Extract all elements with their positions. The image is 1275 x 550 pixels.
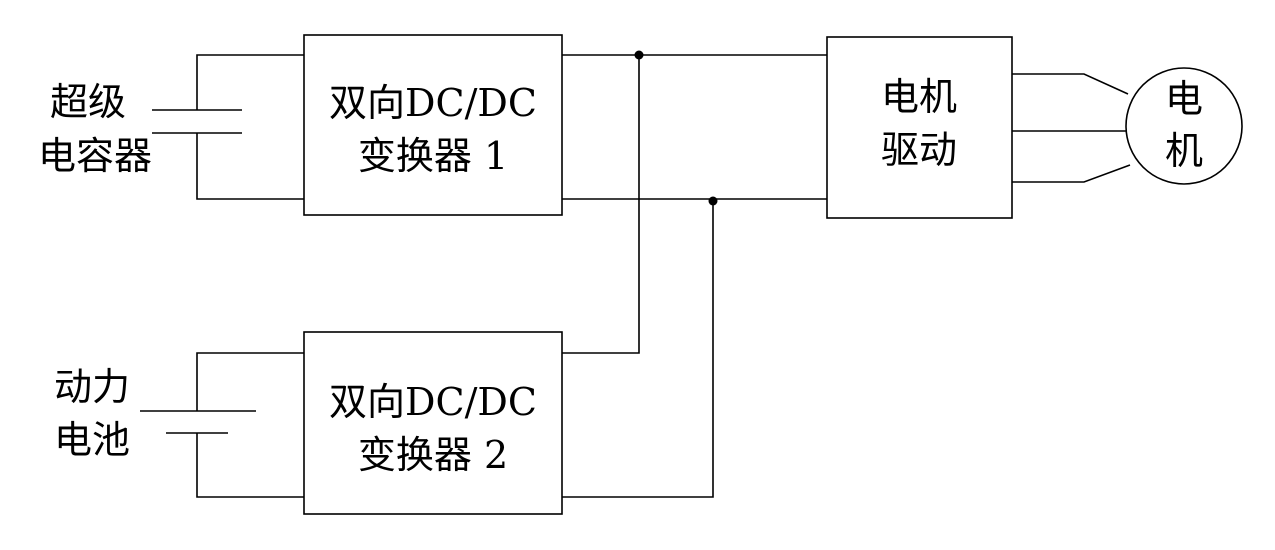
battery-label-line2: 电池 — [54, 418, 130, 462]
supercapacitor: 超级 电容器 — [38, 54, 304, 200]
converter-2-wire-bottom — [562, 199, 714, 498]
junction-dot-top — [634, 50, 644, 60]
phase-wire-c — [1012, 164, 1131, 183]
three-phase-wires — [1012, 73, 1131, 183]
converter-2-label-line2: 变换器 2 — [358, 433, 508, 477]
junction-dot-bottom — [708, 196, 718, 206]
supercap-wire-bottom — [196, 133, 304, 200]
phase-wire-a — [1012, 73, 1129, 95]
battery-wire-bottom — [196, 433, 304, 498]
motor-drive-label-line1: 电机 — [881, 75, 957, 119]
motor-label-line1: 电 — [1165, 77, 1203, 121]
power-battery: 动力 电池 — [54, 352, 304, 498]
converter-1-label-line1: 双向DC/DC — [329, 81, 537, 125]
dc-bus — [562, 50, 827, 498]
converter-2: 双向DC/DC 变换器 2 — [303, 331, 563, 515]
motor-circle — [1125, 67, 1243, 185]
converter-1-box — [303, 34, 563, 216]
motor-label-line2: 机 — [1165, 129, 1203, 173]
motor-drive: 电机 驱动 — [826, 36, 1013, 219]
motor-drive-label-line2: 驱动 — [881, 128, 957, 172]
converter-2-wire-top — [562, 55, 640, 354]
battery-wire-top — [196, 352, 304, 411]
motor: 电 机 — [1125, 67, 1243, 185]
converter-1-label-line2: 变换器 1 — [358, 134, 508, 178]
battery-label-line1: 动力 — [54, 365, 130, 409]
supercap-label-line2: 电容器 — [38, 134, 152, 178]
supercap-wire-top — [196, 54, 304, 110]
converter-2-box — [303, 331, 563, 515]
converter-1: 双向DC/DC 变换器 1 — [303, 34, 563, 216]
motor-drive-box — [826, 36, 1013, 219]
converter-2-label-line1: 双向DC/DC — [329, 380, 537, 424]
supercap-label-line1: 超级 — [50, 80, 126, 124]
